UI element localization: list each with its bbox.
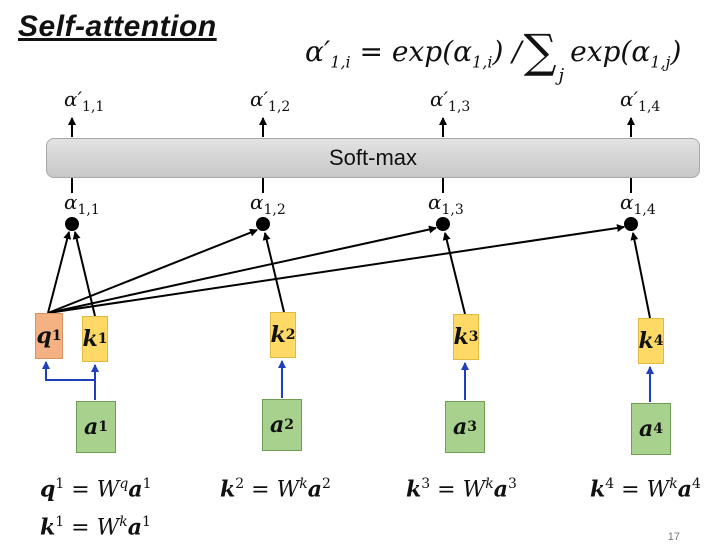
q-to-node-2 (47, 228, 258, 314)
q-to-node-3 (47, 225, 437, 314)
page-number: 17 (667, 531, 680, 543)
q-to-node-1 (47, 231, 72, 314)
dot-node-4 (624, 217, 638, 231)
output-label-3: α′1,3 (430, 87, 471, 115)
score-label-2: α1,2 (250, 190, 286, 218)
equation-k4: k4 = Wka4 (590, 476, 701, 503)
k2-to-node-2 (262, 232, 285, 313)
output-label-4: α′1,4 (620, 87, 661, 115)
equation-k2: k2 = Wka2 (220, 476, 331, 503)
k4-to-node-4 (630, 232, 651, 319)
score-label-4: α1,4 (620, 190, 656, 218)
output-label-2: α′1,2 (250, 87, 291, 115)
q-to-node-4 (47, 224, 625, 314)
dot-node-1 (65, 217, 79, 231)
a1-to-q1 (42, 361, 95, 381)
dot-node-3 (436, 217, 450, 231)
k3-to-node-3 (442, 232, 466, 315)
equation-k3: k3 = Wka3 (406, 476, 517, 503)
score-label-3: α1,3 (428, 190, 464, 218)
score-label-1: α1,1 (64, 190, 100, 218)
softmax-label: Soft-max (328, 145, 418, 170)
dot-node-2 (256, 217, 270, 231)
output-label-1: α′1,1 (64, 87, 105, 115)
slide-title: Self-attention (18, 10, 217, 43)
softmax-formula: α′1,i = exp(α1,i) /∑jexp(α1,j) (305, 24, 682, 86)
softmax-layer: Soft-max (46, 138, 700, 178)
k1-to-node-1 (72, 231, 96, 317)
equation-q1: q1 = Wqa1 (40, 476, 152, 503)
equation-k1: k1 = Wka1 (40, 514, 151, 541)
